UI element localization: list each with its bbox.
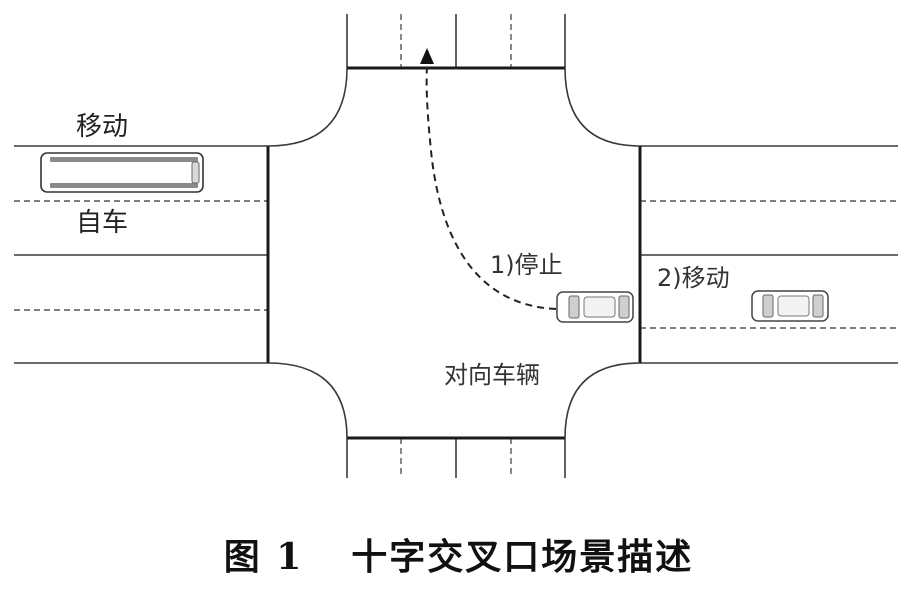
car-stop-label: 1)停止 bbox=[490, 251, 563, 279]
corner-curbs bbox=[267, 67, 641, 439]
oncoming-car-stopped bbox=[556, 291, 634, 323]
ego-bus bbox=[40, 152, 204, 193]
west-road bbox=[14, 145, 270, 364]
oncoming-label: 对向车辆 bbox=[444, 361, 540, 389]
figure-number: 图 1 bbox=[223, 536, 304, 578]
bus-action-label: 移动 bbox=[76, 112, 128, 142]
figure-caption: 图 1 十字交叉口场景描述 bbox=[0, 528, 917, 580]
north-road bbox=[346, 14, 566, 70]
car-move-label: 2)移动 bbox=[657, 264, 730, 292]
arrow-head-icon bbox=[420, 48, 434, 64]
south-road bbox=[346, 436, 566, 478]
figure-title: 十字交叉口场景描述 bbox=[351, 536, 694, 578]
oncoming-car-moving bbox=[751, 290, 829, 322]
east-road bbox=[638, 145, 898, 364]
left-turn-path bbox=[420, 48, 557, 310]
ego-label: 自车 bbox=[76, 208, 128, 238]
intersection-diagram: 移动 自车 1)停止 2)移动 对向车辆 bbox=[14, 14, 898, 478]
